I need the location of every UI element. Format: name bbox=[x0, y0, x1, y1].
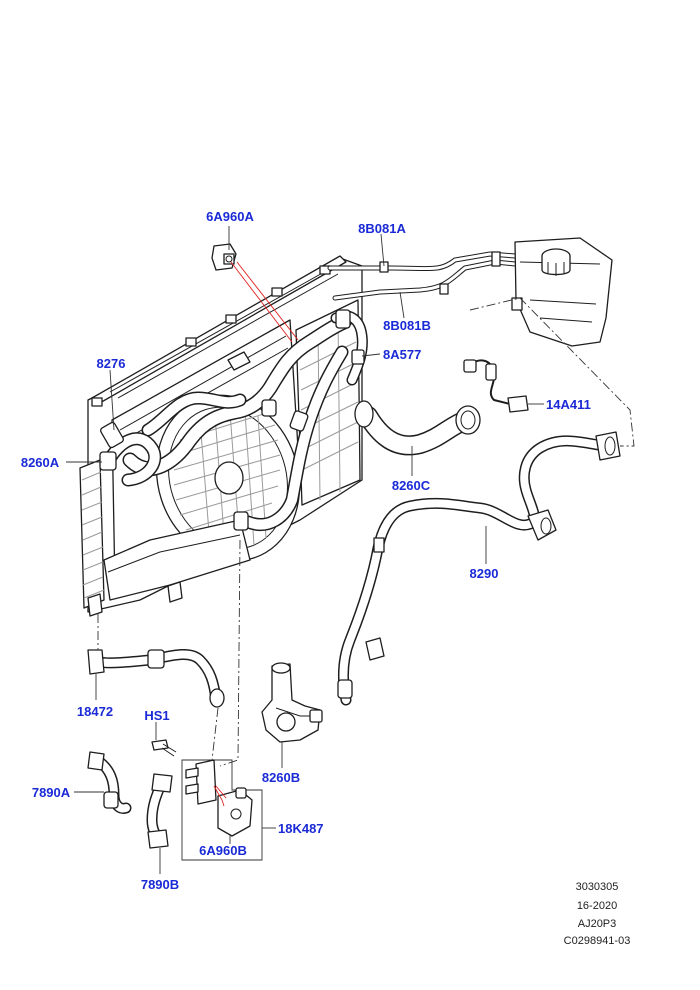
connection-lines bbox=[66, 226, 635, 874]
hose-8290 bbox=[337, 431, 621, 706]
reference-line-3: AJ20P3 bbox=[578, 918, 617, 930]
callout-labels: 6A960A 8B081A 8B081B 8276 8A577 14A411 8… bbox=[21, 209, 591, 892]
callout-6a960b: 6A960B bbox=[199, 843, 247, 858]
callout-18k487: 18K487 bbox=[278, 821, 324, 836]
hose-7890a bbox=[87, 751, 132, 814]
reference-line-1: 3030305 bbox=[576, 881, 619, 893]
hose-7890b bbox=[146, 773, 173, 849]
radiator-hoses bbox=[99, 309, 368, 531]
bolt-hs1 bbox=[151, 739, 177, 757]
kit-18k487 bbox=[181, 759, 263, 861]
bracket-6a960a bbox=[211, 243, 237, 271]
housing-8260b bbox=[261, 662, 323, 743]
sensor-14a411 bbox=[463, 359, 529, 413]
callout-18472: 18472 bbox=[77, 704, 113, 719]
callout-14a411: 14A411 bbox=[546, 397, 591, 412]
coolant-expansion-tank bbox=[511, 237, 613, 347]
callout-8260b: 8260B bbox=[262, 770, 300, 785]
callout-8b081a: 8B081A bbox=[358, 221, 406, 236]
reference-block: 3030305 16-2020 AJ20P3 C0298941-03 bbox=[564, 881, 631, 947]
callout-7890a: 7890A bbox=[32, 785, 71, 800]
hose-18472 bbox=[87, 649, 225, 708]
callout-8260c: 8260C bbox=[392, 478, 431, 493]
callout-8b081b: 8B081B bbox=[383, 318, 431, 333]
callout-8260a: 8260A bbox=[21, 455, 60, 470]
callout-8276: 8276 bbox=[97, 356, 126, 371]
callout-hs1: HS1 bbox=[144, 708, 169, 723]
hose-8260c bbox=[354, 400, 481, 456]
reference-line-4: C0298941-03 bbox=[564, 935, 631, 947]
callout-6a960a: 6A960A bbox=[206, 209, 254, 224]
callout-8a577: 8A577 bbox=[383, 347, 421, 362]
coolant-pipes-upper bbox=[327, 251, 518, 301]
callout-8290: 8290 bbox=[470, 566, 499, 581]
reference-line-2: 16-2020 bbox=[577, 900, 617, 912]
callout-7890b: 7890B bbox=[141, 877, 179, 892]
